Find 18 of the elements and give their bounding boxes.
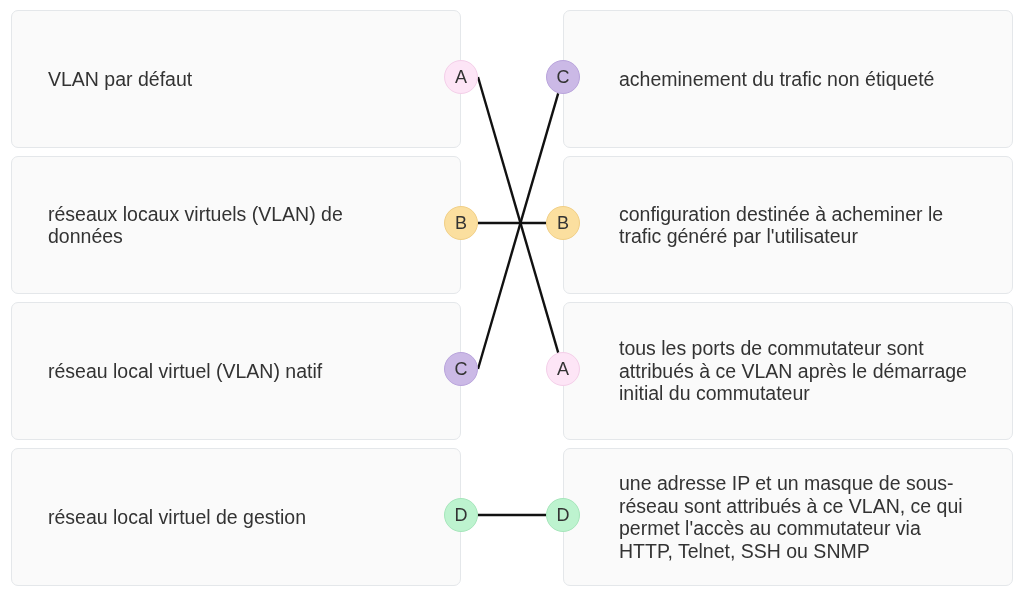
option-text: acheminement du trafic non étiqueté <box>619 67 936 91</box>
option-text: une adresse IP et un masque de sous-réseau sont attribués à ce VLAN, ce qui permet l'accès au commutateur via HTTP, Telnet, SSH ou SNMP <box>619 472 964 562</box>
letter-badge: C <box>546 60 580 94</box>
option-text: configuration destinée à acheminer le trafic généré par l'utilisateur <box>619 202 945 248</box>
option-text: réseaux locaux virtuels (VLAN) de données <box>48 202 344 248</box>
letter-badge: D <box>546 498 580 532</box>
letter-badge: D <box>444 498 478 532</box>
letter-badge: B <box>444 206 478 240</box>
option-text: réseau local virtuel de gestion <box>48 505 307 529</box>
letter-badge: C <box>444 352 478 386</box>
connector-line <box>478 513 546 517</box>
letter-badge: A <box>444 60 478 94</box>
letter-badge: A <box>546 352 580 386</box>
option-text: VLAN par défaut <box>48 67 194 91</box>
option-text: tous les ports de commutateur sont attribués à ce VLAN après le démarrage initial du commutateur <box>619 337 968 405</box>
option-text: réseau local virtuel (VLAN) natif <box>48 359 324 383</box>
letter-badge: B <box>546 206 580 240</box>
connector-line <box>478 221 546 225</box>
